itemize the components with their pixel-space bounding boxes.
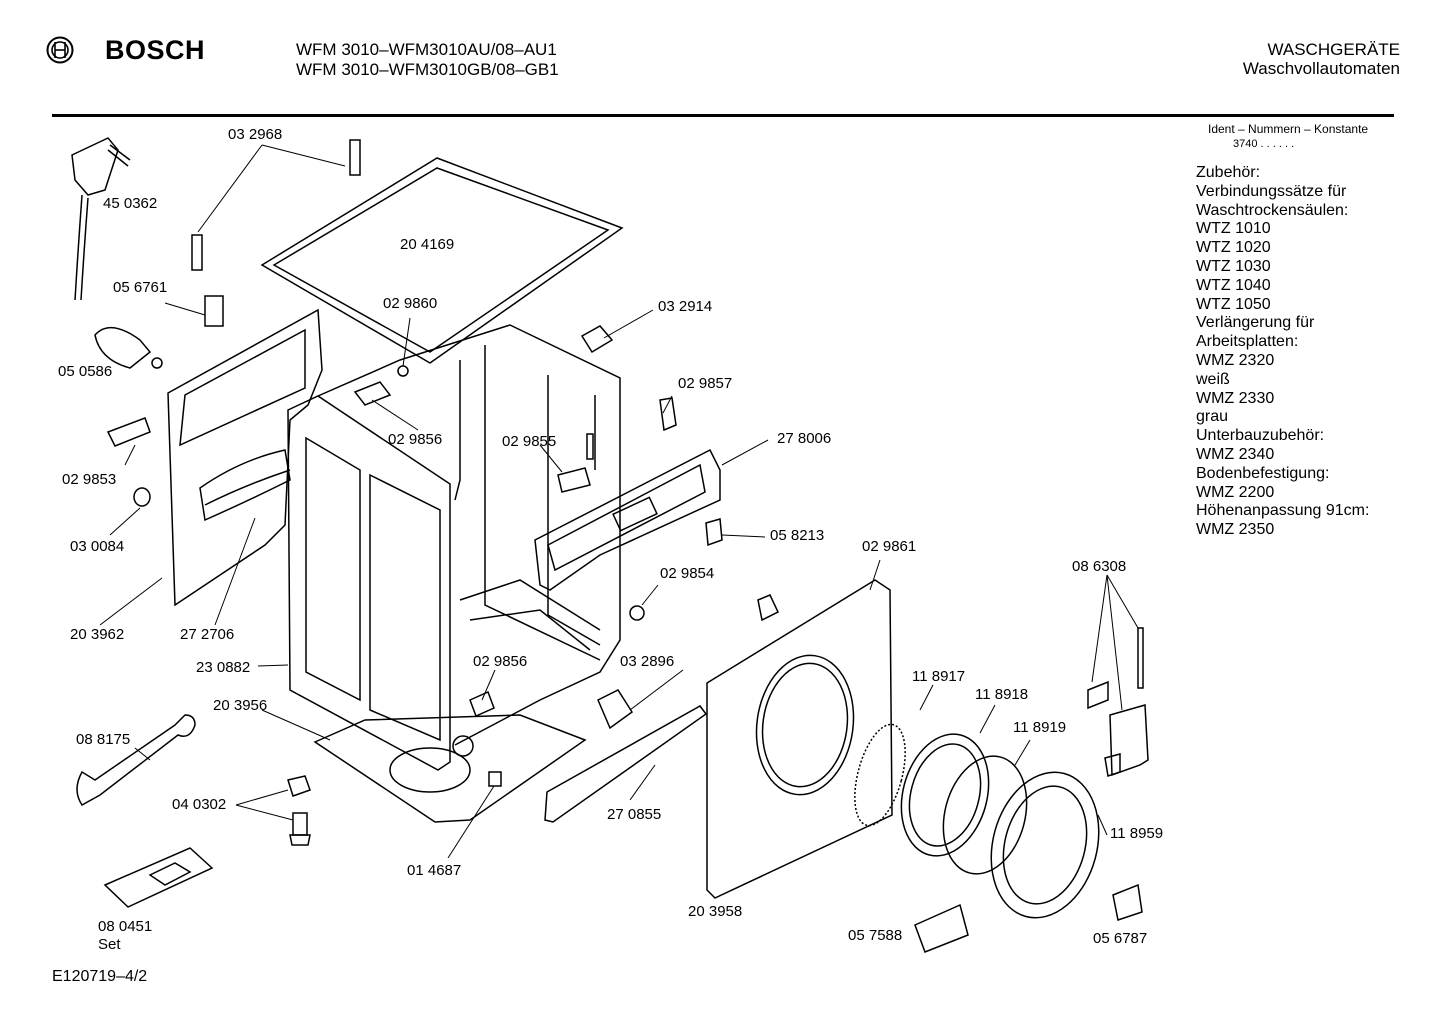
- accessories-list: Zubehör: Verbindungssätze für Waschtrock…: [1196, 164, 1369, 540]
- part-label: 08 6308: [1072, 558, 1127, 575]
- ident-value: 3740 . . . . . .: [1233, 138, 1295, 150]
- bosch-logo-icon: [46, 36, 74, 64]
- part-label: 11 8959: [1110, 825, 1164, 842]
- wrench: [76, 714, 196, 806]
- door-rings: [854, 723, 1100, 919]
- part-label: 02 9856: [473, 653, 528, 670]
- part-label: 02 9860: [383, 295, 438, 312]
- part-label: 02 9861: [862, 538, 917, 555]
- part-label: 11 8917: [912, 668, 966, 685]
- part-label: 01 4687: [407, 862, 462, 879]
- accessory-line: grau: [1196, 408, 1229, 426]
- part-label: 02 9857: [678, 375, 733, 392]
- part-label: 08 0451: [98, 918, 153, 935]
- accessory-line: Verbindungssätze für: [1196, 182, 1347, 200]
- accessory-line: Waschtrockensäulen:: [1196, 201, 1349, 219]
- accessory-line: Arbeitsplatten:: [1196, 333, 1299, 351]
- accessory-line: WTZ 1010: [1196, 220, 1271, 238]
- part-label: 05 8213: [770, 527, 825, 544]
- accessory-line: WTZ 1030: [1196, 257, 1271, 275]
- bolt-and-nut: [287, 775, 311, 846]
- model-line-2: WFM 3010–WFM3010GB/08–GB1: [296, 60, 559, 79]
- part-label: 03 2914: [658, 298, 713, 315]
- accessory-line: WMZ 2340: [1196, 445, 1275, 463]
- part-label: 05 7588: [848, 927, 903, 944]
- accessory-line: WMZ 2200: [1196, 483, 1275, 501]
- accessory-line: WMZ 2330: [1196, 389, 1275, 407]
- accessory-line: weiß: [1196, 370, 1230, 388]
- part-label: 05 6761: [113, 279, 168, 296]
- part-label: 02 9853: [62, 471, 117, 488]
- part-label: 20 3956: [213, 697, 268, 714]
- brand-name: BOSCH: [105, 35, 206, 65]
- part-label: 04 0302: [172, 796, 227, 813]
- drawing-number: E120719–4/2: [52, 968, 148, 985]
- category-line-1: WASCHGERÄTE: [1267, 40, 1400, 59]
- part-label: 20 4169: [400, 236, 455, 253]
- cabinet-body: [287, 324, 621, 771]
- part-label: 02 9855: [502, 433, 557, 450]
- part-label: 20 3962: [70, 626, 125, 643]
- part-label: 03 2968: [228, 126, 283, 143]
- part-label: 05 0586: [58, 363, 113, 380]
- accessory-line: Unterbauzubehör:: [1196, 427, 1325, 445]
- front-panel: [706, 579, 893, 899]
- part-label: 27 0855: [607, 806, 662, 823]
- part-label: 11 8918: [975, 686, 1029, 703]
- accessory-line: WTZ 1020: [1196, 239, 1271, 257]
- part-label: Set: [98, 936, 121, 953]
- small-parts: [94, 139, 1143, 953]
- side-panel: [167, 308, 323, 607]
- accessory-line: WTZ 1040: [1196, 276, 1271, 294]
- accessory-line: WMZ 2350: [1196, 521, 1275, 539]
- part-label: 08 8175: [76, 731, 131, 748]
- part-label: 02 9856: [388, 431, 443, 448]
- part-label: 27 8006: [777, 430, 832, 447]
- part-label: 05 6787: [1093, 930, 1148, 947]
- model-line-1: WFM 3010–WFM3010AU/08–AU1: [296, 40, 557, 59]
- part-label: 03 0084: [70, 538, 125, 555]
- accessory-line: Höhenanpassung 91cm:: [1196, 502, 1370, 520]
- power-plug: [71, 137, 131, 301]
- base-plate: [313, 714, 587, 823]
- accessory-line: WTZ 1050: [1196, 295, 1271, 313]
- part-label: 23 0882: [196, 659, 251, 676]
- part-label: 45 0362: [103, 195, 158, 212]
- accessory-line: Bodenbefestigung:: [1196, 464, 1330, 482]
- accessory-line: Zubehör:: [1196, 164, 1261, 181]
- part-label: 11 8919: [1013, 719, 1067, 736]
- ident-label: Ident – Nummern – Konstante: [1208, 122, 1369, 136]
- leader-lines: [99, 144, 1139, 859]
- part-label: 27 2706: [180, 626, 235, 643]
- accessory-line: Verlängerung für: [1196, 314, 1315, 332]
- accessory-line: WMZ 2320: [1196, 351, 1275, 369]
- part-label: 20 3958: [688, 903, 743, 920]
- header-divider: [52, 114, 1394, 117]
- top-lid: [260, 157, 624, 364]
- part-label: 03 2896: [620, 653, 675, 670]
- category-line-2: Waschvollautomaten: [1242, 59, 1400, 78]
- control-panel: [534, 448, 721, 591]
- part-label: 02 9854: [660, 565, 715, 582]
- foot-plate: [103, 847, 214, 908]
- hinge-assembly: [1087, 627, 1149, 777]
